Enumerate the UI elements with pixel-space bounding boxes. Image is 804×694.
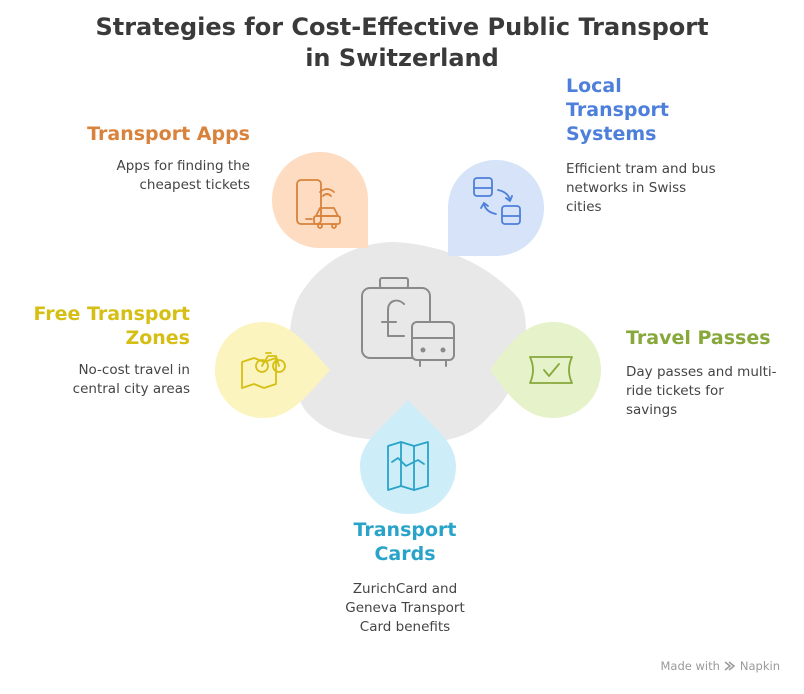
heading-line: Systems xyxy=(566,123,657,145)
heading-line: Travel Passes xyxy=(626,327,771,349)
description-line: savings xyxy=(626,402,678,418)
map-bike-icon xyxy=(241,352,286,389)
travel-passes-drop xyxy=(490,322,601,418)
pound-bus-icon xyxy=(361,277,455,367)
heading-line: Transport xyxy=(566,99,670,121)
description-line: Card benefits xyxy=(359,619,451,635)
diagram-title: Strategies for Cost-Effective Public Tra… xyxy=(0,12,804,74)
bus-exchange-icon xyxy=(473,177,521,225)
local-transport-drop xyxy=(448,160,544,256)
title-line-1: Strategies for Cost-Effective Public Tra… xyxy=(95,13,709,41)
description-line: Day passes and multi- xyxy=(626,364,777,380)
local-transport-heading: Local Transport Systems xyxy=(566,74,766,146)
local-transport-description: Efficient tram and bus networks in Swiss… xyxy=(566,160,786,217)
map-icon xyxy=(387,441,429,491)
ticket-icon xyxy=(529,356,573,384)
description-line: No-cost travel in xyxy=(78,362,190,378)
napkin-logo-icon xyxy=(724,661,736,671)
description-line: central city areas xyxy=(72,381,190,397)
title-line-2: in Switzerland xyxy=(305,44,499,72)
free-zones-heading: Free Transport Zones xyxy=(10,302,190,350)
heading-line: Transport xyxy=(353,519,457,541)
heading-line: Free Transport xyxy=(33,303,190,325)
transport-apps-description: Apps for finding the cheapest tickets xyxy=(40,157,250,195)
made-with-label: Made with xyxy=(660,659,720,673)
transport-apps-heading: Transport Apps xyxy=(40,122,250,146)
transport-cards-heading: Transport Cards xyxy=(300,518,510,566)
free-zones-drop xyxy=(215,322,330,418)
transport-apps-drop xyxy=(272,152,368,248)
footer-credit[interactable]: Made with Napkin xyxy=(661,659,781,673)
heading-line: Local xyxy=(566,75,622,97)
free-zones-description: No-cost travel in central city areas xyxy=(10,361,190,399)
description-line: Efficient tram and bus xyxy=(566,161,716,177)
phone-car-icon xyxy=(296,179,341,229)
description-line: ride tickets for xyxy=(626,383,724,399)
travel-passes-description: Day passes and multi- ride tickets for s… xyxy=(626,363,800,420)
description-line: networks in Swiss xyxy=(566,180,687,196)
transport-cards-drop xyxy=(360,400,456,514)
travel-passes-heading: Travel Passes xyxy=(626,326,796,350)
heading-line: Zones xyxy=(125,327,190,349)
description-line: cheapest tickets xyxy=(139,177,251,193)
heading-line: Cards xyxy=(374,543,436,565)
description-line: Geneva Transport xyxy=(345,600,465,616)
napkin-brand-label: Napkin xyxy=(739,659,780,673)
center-shape xyxy=(289,242,526,442)
transport-cards-description: ZurichCard and Geneva Transport Card ben… xyxy=(300,580,510,637)
description-line: Apps for finding the xyxy=(116,158,250,174)
description-line: cities xyxy=(566,199,602,215)
description-line: ZurichCard and xyxy=(352,581,458,597)
heading-line: Transport Apps xyxy=(87,123,250,145)
